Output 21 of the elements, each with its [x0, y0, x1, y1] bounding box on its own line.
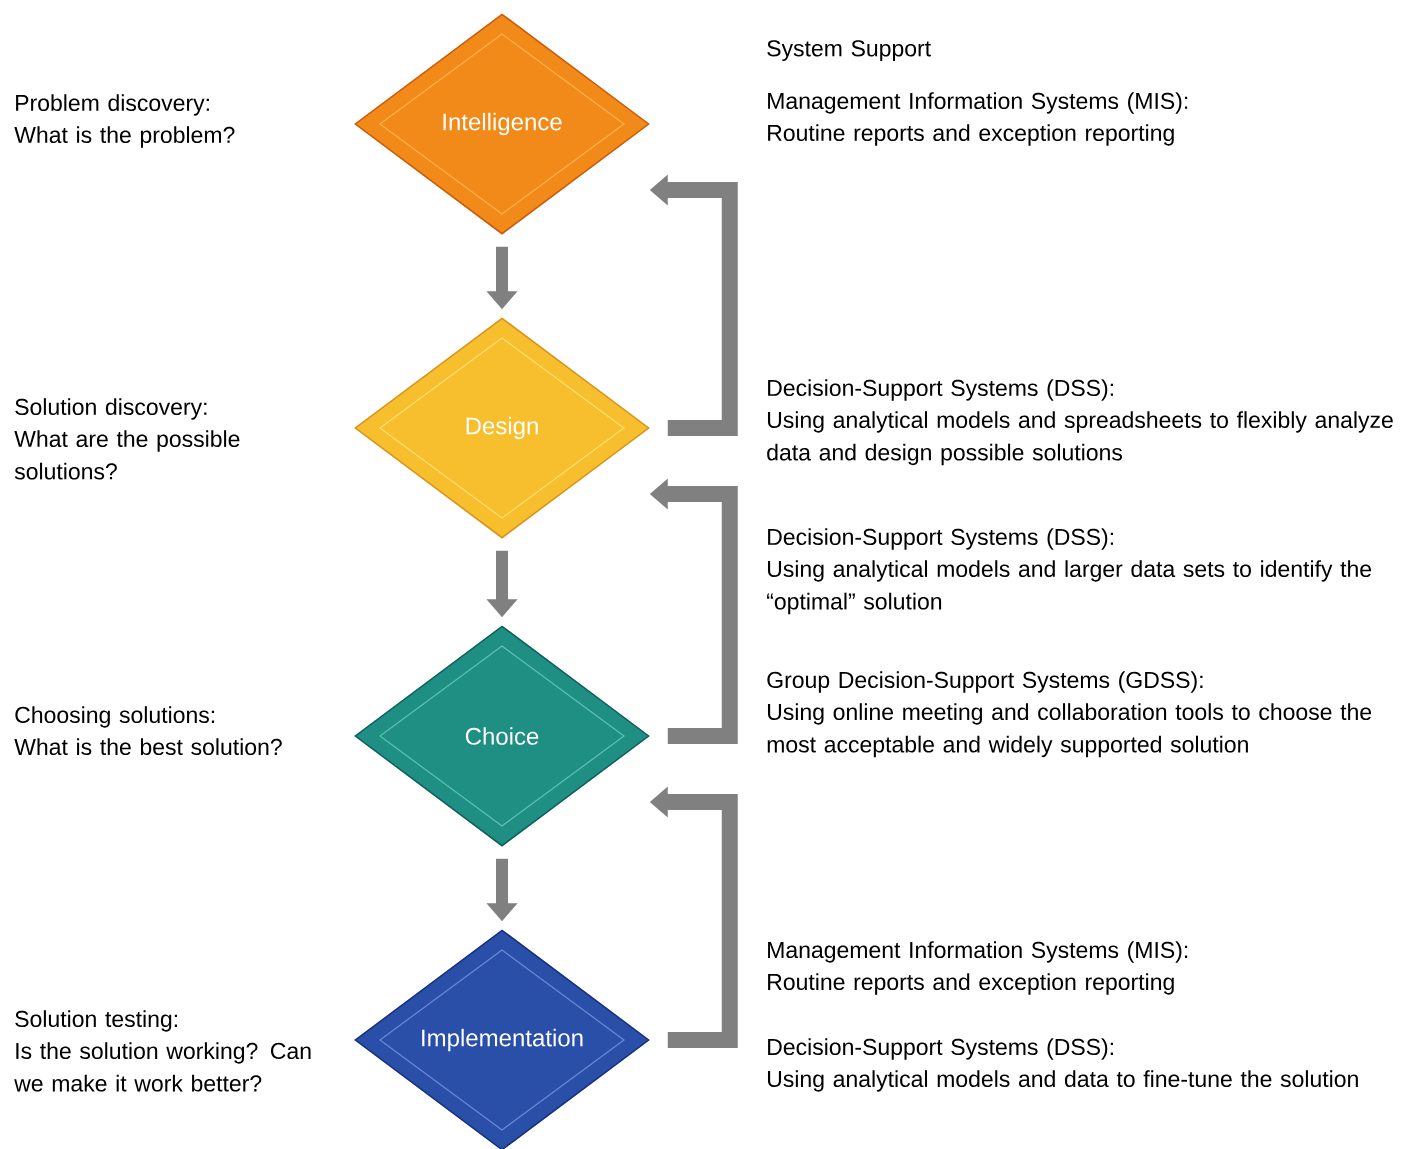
- annotation-text: Using analytical models and larger data sets to identify the “optimal” solution: [767, 560, 1372, 615]
- annotation-text: Routine reports and exception reporting: [768, 973, 1174, 995]
- annotation-text: Using online meeting and collaboration tools to choose the most acceptable and widely supported solution: [767, 703, 1372, 758]
- annotation-text: System Support: [767, 40, 931, 62]
- annotation-text: Decision-Support Systems (DSS):: [768, 528, 1113, 550]
- side-text: Choosing solutions:: [15, 706, 215, 728]
- side-text: What is the best solution?: [14, 738, 282, 756]
- side-text: Is the solution working? Can we make it work better?: [14, 1042, 311, 1092]
- side-text: Solution discovery:: [15, 398, 207, 420]
- annotation-text: Decision-Support Systems (DSS):: [768, 1038, 1113, 1060]
- side-text: Problem discovery:: [16, 94, 209, 116]
- annotation-text: Routine reports and exception reporting: [768, 124, 1174, 146]
- side-text: What are the possible solutions?: [14, 430, 240, 480]
- side-text: What is the problem?: [14, 126, 235, 148]
- annotation-text: Management Information Systems (MIS):: [768, 941, 1188, 963]
- annotation-text: Decision-Support Systems (DSS):: [768, 379, 1113, 401]
- annotation-text: Using analytical models and data to fine-tune the solution: [768, 1070, 1358, 1092]
- annotation-text: Management Information Systems (MIS):: [768, 92, 1188, 114]
- annotation-text: Using analytical models and spreadsheets to flexibly analyze data and design possible solutions: [767, 411, 1393, 466]
- side-text: Solution testing:: [15, 1010, 177, 1032]
- annotation-text: Group Decision-Support Systems (GDSS):: [767, 671, 1203, 693]
